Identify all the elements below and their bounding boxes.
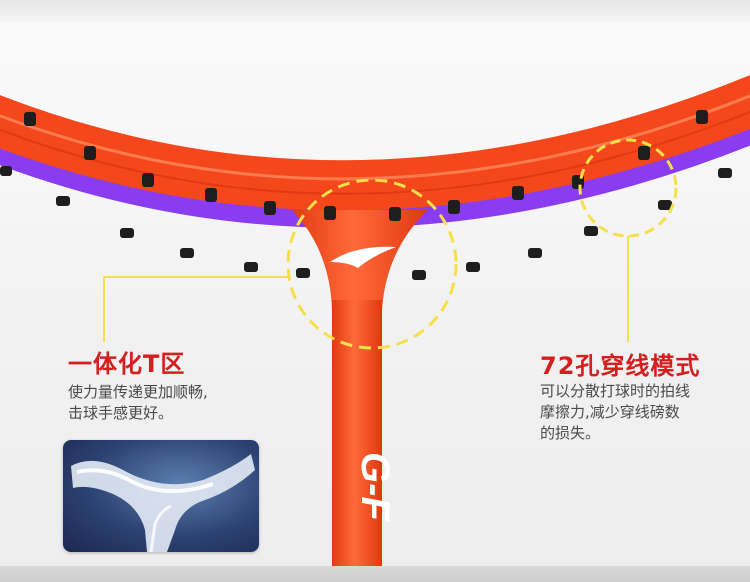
holes-desc-line-2: 摩擦力,减少穿线磅数 [540,403,680,421]
top-shade [0,0,750,22]
holes-desc-line-1: 可以分散打球时的拍线 [540,382,691,400]
frame-highlight [0,94,750,181]
t-zone-title: 一体化T区 [68,350,186,378]
racket-shaft [332,300,382,582]
callout-line-t-zone [103,276,290,342]
t-zone-desc-line-2: 击球手感更好。 [68,404,174,422]
t-zone-detail-image [63,440,259,552]
t-zone-cross-section [71,454,255,552]
holes-title: 72孔穿线模式 [540,352,701,380]
t-zone-desc-line-1: 使力量传递更加顺畅, [68,383,208,401]
racket-frame [0,75,750,211]
brand-logo-mark [330,246,396,268]
callout-circle-holes [578,138,678,238]
bottom-shade [0,566,750,582]
string-grommets [0,110,732,280]
shaft-text: G-F [353,452,397,522]
t-zone-description: 使力量传递更加顺畅, 击球手感更好。 [68,382,268,424]
holes-description: 可以分散打球时的拍线 摩擦力,减少穿线磅数 的损失。 [540,381,730,444]
callout-circle-t-zone [286,178,458,350]
holes-desc-line-3: 的损失。 [540,424,601,442]
